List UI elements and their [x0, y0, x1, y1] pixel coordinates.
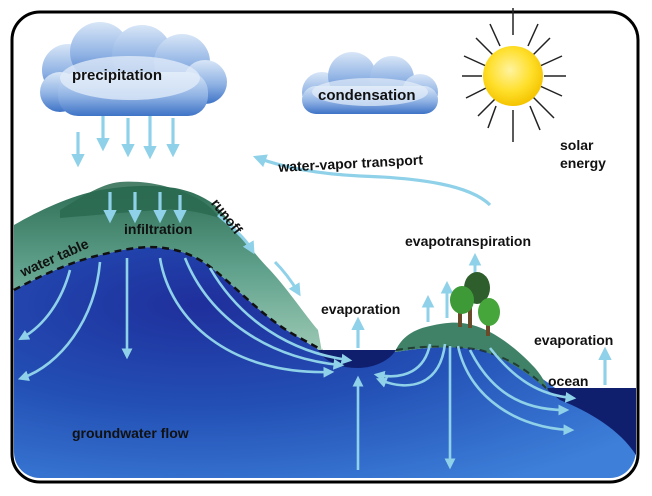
gw-arrow-8 — [375, 343, 447, 388]
gw-arrow-11 — [456, 345, 575, 436]
infiltration-arrows — [103, 192, 187, 224]
evaporation-lake-label: evaporation — [321, 301, 401, 317]
gw-arrow-7 — [373, 343, 432, 382]
water-table-line — [13, 245, 323, 352]
precipitation-label: precipitation — [72, 67, 163, 84]
condensation-label: condensation — [318, 87, 416, 104]
water-vapor-transport-arrow — [252, 154, 492, 207]
gw-arrow-6 — [208, 267, 353, 365]
condensation-cloud-icon — [302, 52, 438, 114]
gw-arrow-10 — [488, 347, 577, 403]
solar-energy-label-line2: energy — [560, 155, 606, 171]
evapotranspiration-label: evapotranspiration — [405, 233, 532, 249]
gw-arrow-5 — [183, 257, 345, 370]
gw-arrow-1 — [18, 269, 72, 341]
tree-icon — [450, 272, 500, 336]
gw-arrow-9 — [468, 349, 570, 416]
precipitation-cloud-icon — [40, 22, 227, 116]
right-hill-land — [395, 322, 548, 390]
ocean-water — [545, 388, 636, 455]
solar-energy-label-line1: solar — [560, 137, 594, 153]
groundwater-flow-label: groundwater flow — [72, 425, 189, 441]
hill-land — [14, 185, 322, 352]
precipitation-arrows — [71, 112, 180, 168]
evaporation-ocean-label: evaporation — [534, 332, 614, 348]
ocean-label: ocean — [548, 373, 589, 389]
infiltration-label: infiltration — [124, 221, 193, 237]
water-table-line-right — [395, 345, 547, 389]
sun-icon — [462, 8, 566, 142]
gw-arrow-2 — [17, 261, 102, 382]
runoff-arrows — [217, 213, 301, 297]
gw-arrow-4 — [158, 257, 335, 378]
groundwater-flow-arrows — [17, 257, 577, 470]
